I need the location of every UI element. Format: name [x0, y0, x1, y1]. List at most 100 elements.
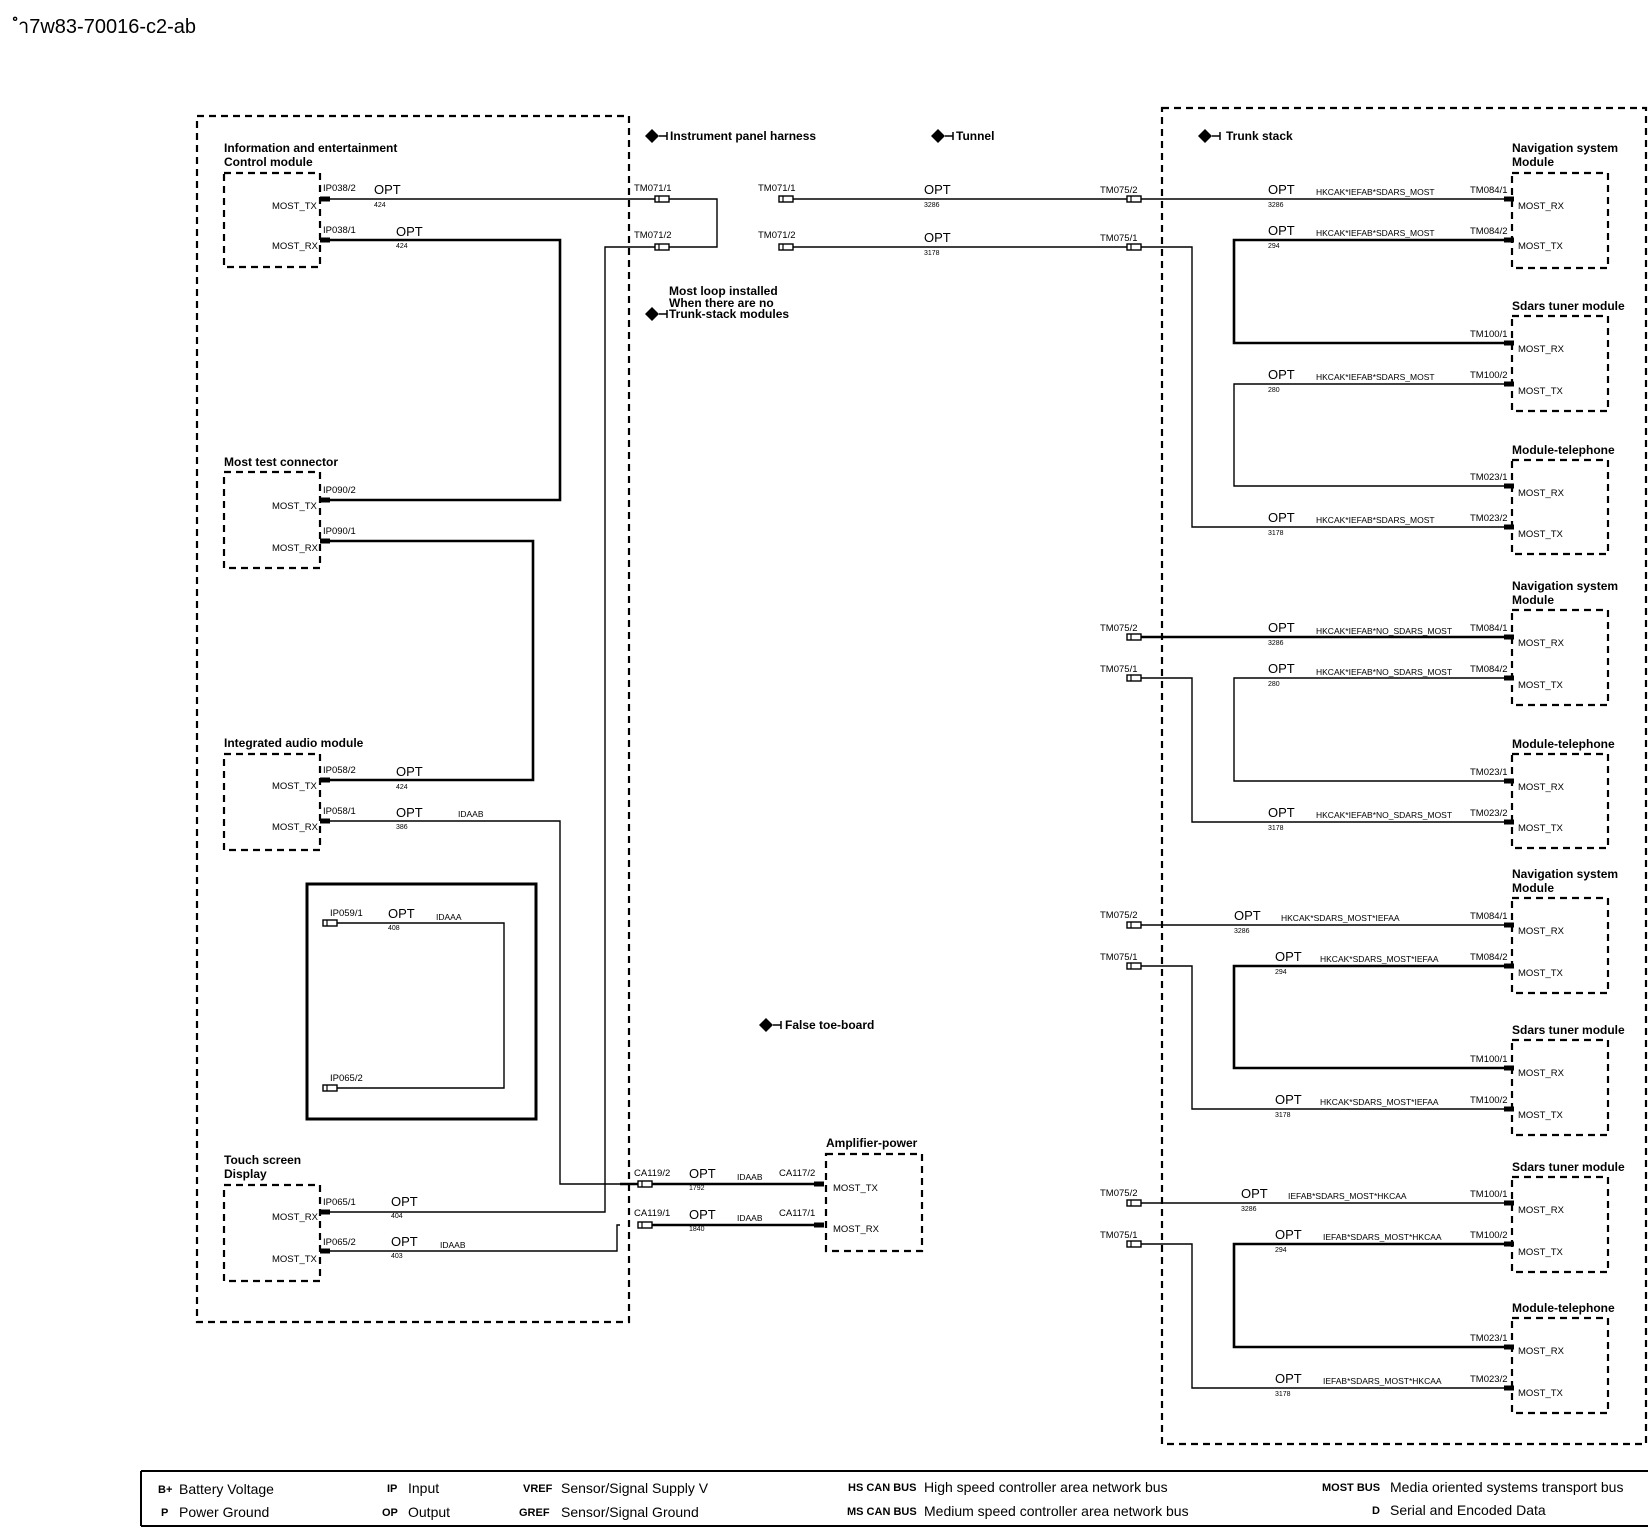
pin-terminal: [1504, 1065, 1514, 1071]
pin-most-tx: MOST_TX: [272, 201, 318, 212]
pin-most-rx: MOST_RX: [1518, 782, 1565, 793]
location-tunnel: Tunnel: [956, 129, 994, 143]
pin-terminal: [1504, 524, 1514, 530]
connector-icon: [778, 243, 794, 251]
pin-terminal: [320, 497, 330, 503]
pin-terminal: [320, 196, 330, 202]
legend-abbr: P: [161, 1507, 168, 1519]
connector-label: TM075/1: [1100, 952, 1138, 963]
module-nav3-title-1: Navigation system: [1512, 867, 1618, 881]
pin-terminal: [1504, 1241, 1514, 1247]
module-touch-screen-title-1: Touch screen: [224, 1153, 301, 1167]
pin-most-rx: MOST_RX: [1518, 344, 1565, 355]
legend-text: Media oriented systems transport bus: [1390, 1479, 1623, 1495]
module-most-test-box: [222, 470, 322, 570]
connector-icon: [1126, 1240, 1142, 1248]
connector-label: TM023/2: [1470, 1374, 1508, 1385]
location-false-toe-board: False toe-board: [785, 1018, 874, 1032]
circuit-label: HKCAK*IEFAB*SDARS_MOST: [1316, 515, 1435, 525]
pin-terminal: [1504, 1344, 1514, 1350]
legend-abbr: GREF: [519, 1507, 550, 1519]
module-amplifier-box: [824, 1152, 924, 1253]
pin-terminal: [1504, 819, 1514, 825]
location-marker-icon: [930, 128, 954, 144]
document-id: ำ7w83-70016-c2-ab: [12, 16, 196, 38]
module-sdars1-box: [1510, 314, 1610, 413]
pin-terminal: [1504, 1106, 1514, 1112]
wire-type: OPT: [1268, 661, 1295, 676]
module-touch-screen-title-2: Display: [224, 1167, 267, 1181]
legend: B+ Battery Voltage P Power Ground IP Inp…: [140, 1470, 1648, 1527]
connector-icon: [322, 919, 338, 927]
legend-abbr: HS CAN BUS: [848, 1482, 916, 1494]
pin-terminal: [814, 1222, 824, 1228]
connector-label: TM075/1: [1100, 233, 1138, 244]
wire: [330, 539, 535, 782]
connector-label: CA119/1: [634, 1208, 670, 1219]
pin-terminal: [1504, 778, 1514, 784]
connector-label: TM075/2: [1100, 910, 1138, 921]
circuit-label: IEFAB*SDARS_MOST*HKCAA: [1323, 1376, 1442, 1386]
module-touch-screen-box: [222, 1183, 322, 1283]
pin-most-rx: MOST_RX: [1518, 1068, 1565, 1079]
pin-terminal: [320, 777, 330, 783]
wire-type: OPT: [396, 764, 423, 779]
wire-number: 403: [391, 1253, 403, 1260]
circuit-label: IDAAB: [737, 1172, 763, 1182]
wire-number: 3286: [1268, 640, 1284, 647]
pin-terminal: [814, 1181, 824, 1187]
module-nav2-box: [1510, 608, 1610, 707]
wire-number: 1840: [689, 1226, 705, 1233]
connector-label: IP065/1: [323, 1197, 356, 1208]
wire-type: OPT: [396, 224, 423, 239]
connector-label: IP090/2: [323, 485, 356, 496]
wire-number: 424: [396, 784, 408, 791]
pin-terminal: [320, 1248, 330, 1254]
connector-icon: [1126, 962, 1142, 970]
connector-label: IP058/1: [323, 806, 356, 817]
pin-terminal: [1504, 634, 1514, 640]
module-tel4-title: Module-telephone: [1512, 1301, 1615, 1315]
module-tel1-box: [1510, 458, 1610, 556]
pin-terminal: [320, 1209, 330, 1215]
wire-type: OPT: [1275, 1227, 1302, 1242]
connector-icon: [637, 1180, 653, 1188]
pin-most-rx: MOST_RX: [272, 543, 319, 554]
wire-number: 294: [1275, 1247, 1287, 1254]
location-most-loop-line-2: When there are no: [669, 296, 774, 310]
circuit-label: IEFAB*SDARS_MOST*HKCAA: [1288, 1191, 1407, 1201]
location-marker-icon: [644, 306, 668, 322]
legend-text: Battery Voltage: [179, 1481, 274, 1497]
circuit-label: HKCAK*IEFAB*NO_SDARS_MOST: [1316, 626, 1452, 636]
wire-type: OPT: [1275, 1371, 1302, 1386]
connector-label: TM071/1: [758, 183, 796, 194]
legend-text: Input: [408, 1480, 439, 1496]
connector-label: TM023/2: [1470, 808, 1508, 819]
legend-abbr: B+: [158, 1484, 172, 1496]
connector-label: IP058/2: [323, 765, 356, 776]
connector-label: CA119/2: [634, 1168, 670, 1179]
wire-type: OPT: [388, 906, 415, 921]
connector-icon: [322, 1084, 338, 1092]
legend-text: Power Ground: [179, 1504, 269, 1520]
wire-number: 294: [1268, 243, 1280, 250]
connector-label: IP038/2: [323, 183, 356, 194]
module-sdars4-box: [1510, 1175, 1610, 1274]
location-most-loop-line-1: Most loop installed: [669, 284, 778, 298]
connector-label: TM075/1: [1100, 1230, 1138, 1241]
wire-type: OPT: [1268, 805, 1295, 820]
module-integrated-audio-box: [222, 752, 322, 852]
connector-icon: [778, 195, 794, 203]
circuit-label: IDAAB: [440, 1240, 466, 1250]
pin-most-rx: MOST_RX: [272, 822, 319, 833]
connector-label: TM075/2: [1100, 185, 1138, 196]
wire: [1233, 383, 1505, 487]
connector-label: IP059/1: [330, 908, 363, 919]
wire-type: OPT: [1275, 1092, 1302, 1107]
wire-number: 404: [391, 1213, 403, 1220]
wire-number: 424: [396, 243, 408, 250]
connector-label: IP038/1: [323, 225, 356, 236]
wire-type: OPT: [1268, 367, 1295, 382]
wire: [1141, 246, 1505, 528]
